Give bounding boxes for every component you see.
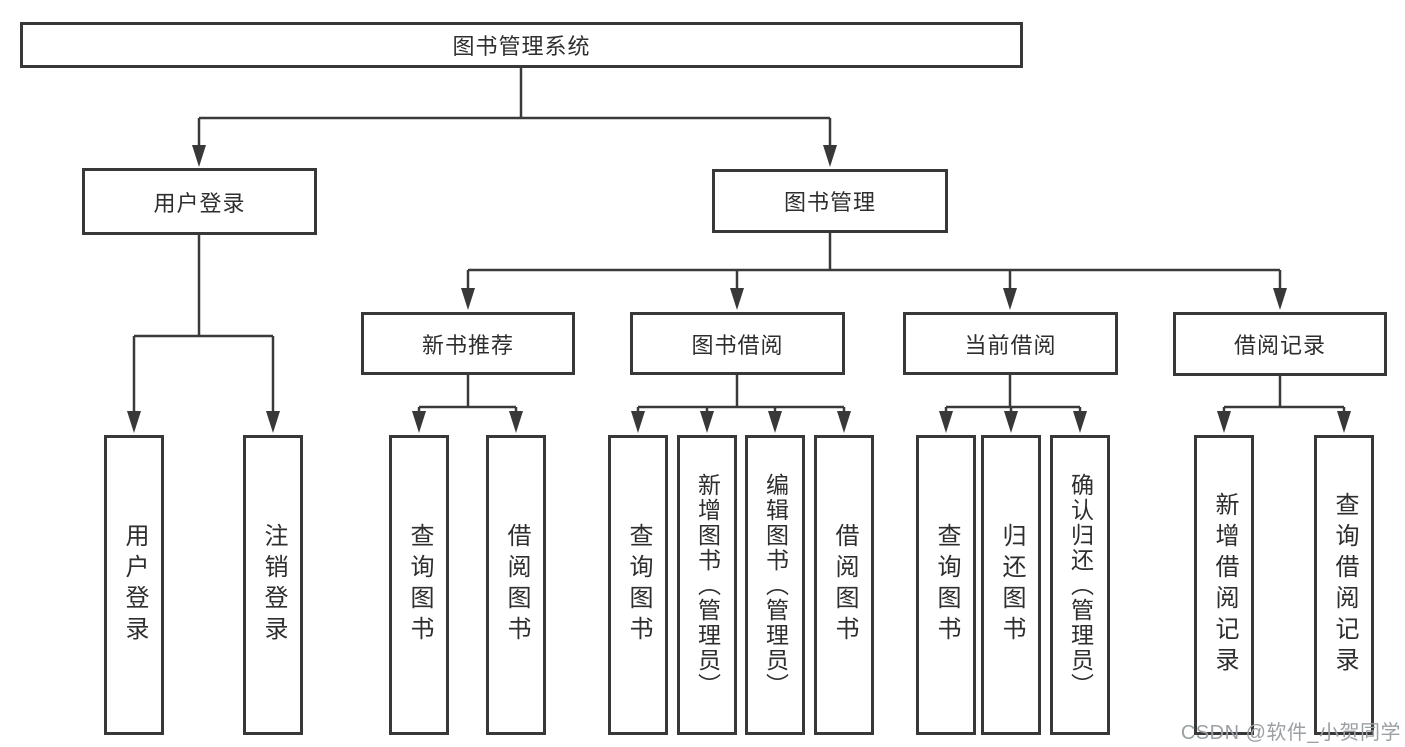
node-user-login: 用户登录 [82, 168, 317, 235]
leaf-confirm-return-admin: 确认归还（管理员） [1050, 435, 1110, 735]
node-current-borrowing: 当前借阅 [903, 312, 1118, 375]
leaf-label: 归还图书 [998, 523, 1025, 647]
leaf-label: 编辑图书（管理员） [762, 472, 789, 698]
leaf-label: 查询借阅记录 [1331, 492, 1358, 678]
leaf-query-books-current: 查询图书 [916, 435, 976, 735]
leaf-label: 确认归还（管理员） [1067, 472, 1094, 698]
node-label: 新书推荐 [421, 332, 514, 358]
leaf-user-login: 用户登录 [104, 435, 164, 735]
leaf-label: 借阅图书 [831, 523, 858, 647]
leaf-label: 查询图书 [406, 523, 433, 647]
node-label: 用户登录 [153, 190, 246, 216]
leaf-label: 用户登录 [121, 523, 148, 647]
node-book-management: 图书管理 [712, 169, 948, 233]
leaf-query-borrow-record: 查询借阅记录 [1314, 435, 1374, 735]
leaf-label: 查询图书 [933, 523, 960, 647]
leaf-borrow-books-borrowing: 借阅图书 [814, 435, 874, 735]
csdn-watermark: CSDN @软件_小贺同学 [1180, 722, 1401, 744]
leaf-label: 新增借阅记录 [1211, 492, 1238, 678]
leaf-logout: 注销登录 [243, 435, 303, 735]
leaf-query-books-borrowing: 查询图书 [608, 435, 668, 735]
node-new-book-recommendation: 新书推荐 [361, 312, 575, 375]
leaf-add-books-admin: 新增图书（管理员） [677, 435, 737, 735]
node-label: 图书借阅 [691, 332, 784, 358]
leaf-borrow-books-recommend: 借阅图书 [486, 435, 546, 735]
leaf-return-books: 归还图书 [981, 435, 1041, 735]
arrow-down-icons [127, 145, 1351, 433]
node-label: 图书管理 [783, 190, 876, 215]
leaf-label: 借阅图书 [503, 523, 530, 647]
node-library-management-system: 图书管理系统 [20, 22, 1023, 68]
leaf-query-books-recommend: 查询图书 [389, 435, 449, 735]
leaf-edit-books-admin: 编辑图书（管理员） [745, 435, 805, 735]
leaf-label: 新增图书（管理员） [694, 472, 721, 698]
node-label: 图书管理系统 [452, 34, 591, 59]
leaf-add-borrow-record: 新增借阅记录 [1194, 435, 1254, 735]
node-label: 借阅记录 [1233, 333, 1326, 358]
leaf-label: 查询图书 [625, 523, 652, 647]
node-label: 当前借阅 [964, 332, 1057, 358]
node-book-borrowing: 图书借阅 [630, 312, 845, 375]
leaf-label: 注销登录 [260, 523, 287, 647]
node-borrowing-records: 借阅记录 [1173, 312, 1387, 376]
